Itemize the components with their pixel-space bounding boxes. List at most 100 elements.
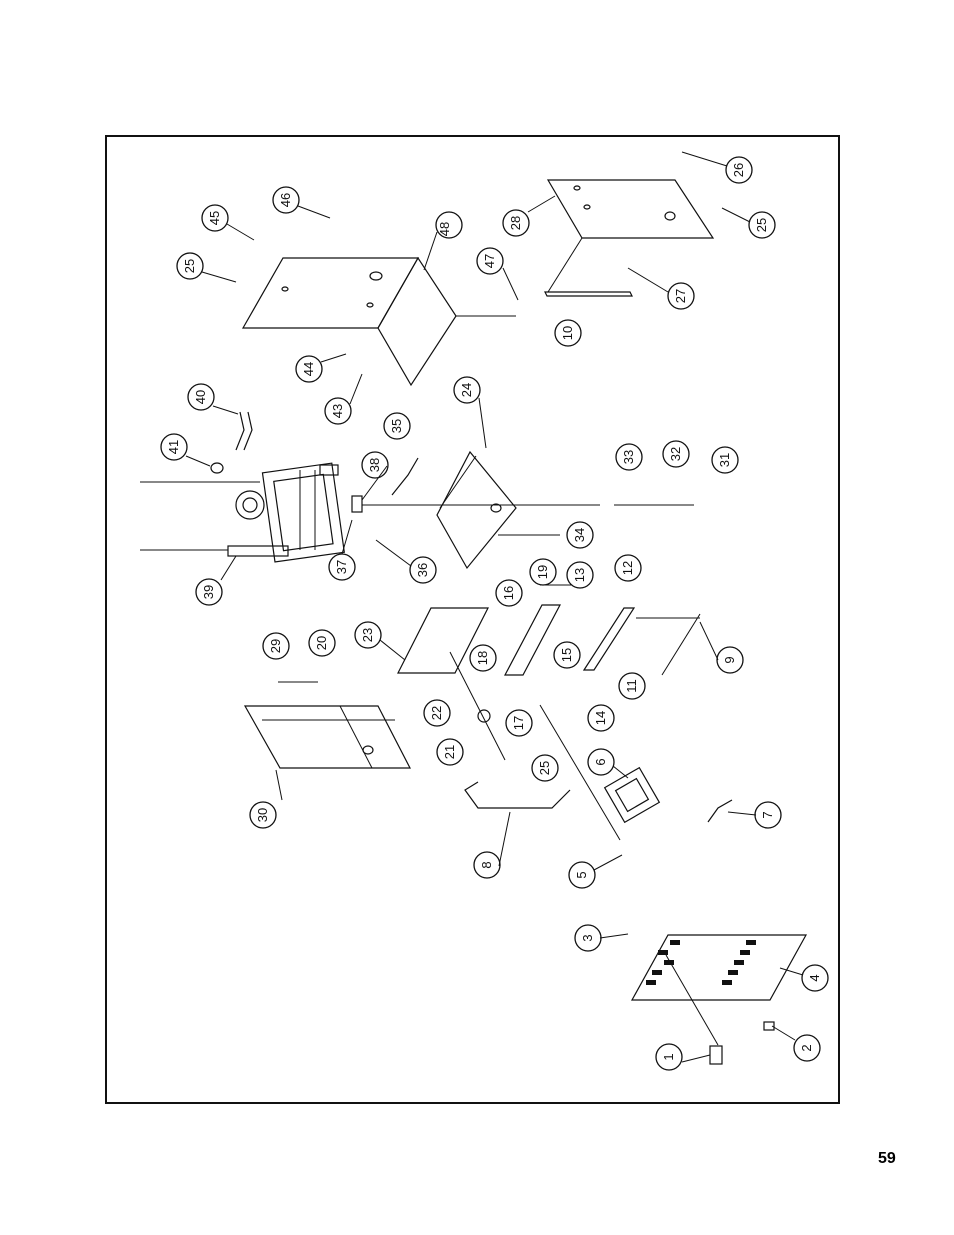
callout-4: 4 bbox=[801, 964, 829, 992]
callout-45: 45 bbox=[201, 204, 229, 232]
callout-9: 9 bbox=[716, 646, 744, 674]
callout-37: 37 bbox=[328, 553, 356, 581]
svg-text:12: 12 bbox=[620, 561, 635, 575]
svg-text:8: 8 bbox=[479, 861, 494, 868]
callout-1: 1 bbox=[655, 1043, 683, 1071]
callout-16: 16 bbox=[495, 579, 523, 607]
svg-text:46: 46 bbox=[278, 193, 293, 207]
part-bracket-19 bbox=[504, 604, 561, 676]
callout-43: 43 bbox=[324, 397, 352, 425]
callout-47: 47 bbox=[476, 247, 504, 275]
callout-26: 26 bbox=[725, 156, 753, 184]
callout-7: 7 bbox=[754, 801, 782, 829]
callout-8: 8 bbox=[473, 851, 501, 879]
part-rail-10 bbox=[544, 291, 633, 297]
callout-19: 19 bbox=[529, 558, 557, 586]
callout-44: 44 bbox=[295, 355, 323, 383]
part-washer-41 bbox=[210, 462, 224, 474]
svg-text:24: 24 bbox=[459, 383, 474, 397]
callout-2: 2 bbox=[793, 1034, 821, 1062]
callout-13: 13 bbox=[566, 561, 594, 589]
svg-text:21: 21 bbox=[442, 745, 457, 759]
callout-20: 20 bbox=[308, 629, 336, 657]
callout-3: 3 bbox=[574, 924, 602, 952]
callout-18: 18 bbox=[469, 644, 497, 672]
part-panel-23 bbox=[397, 607, 489, 674]
svg-text:4: 4 bbox=[807, 974, 822, 981]
callout-35: 35 bbox=[383, 412, 411, 440]
svg-text:9: 9 bbox=[722, 656, 737, 663]
svg-text:2: 2 bbox=[799, 1044, 814, 1051]
svg-text:5: 5 bbox=[574, 871, 589, 878]
svg-text:15: 15 bbox=[559, 648, 574, 662]
callout-38: 38 bbox=[361, 451, 389, 479]
svg-text:44: 44 bbox=[301, 362, 316, 376]
callout-39: 39 bbox=[195, 578, 223, 606]
part-pipe-40 bbox=[235, 411, 253, 451]
callout-34: 34 bbox=[566, 521, 594, 549]
callout-11: 11 bbox=[618, 672, 646, 700]
callout-29: 29 bbox=[262, 632, 290, 660]
svg-text:34: 34 bbox=[572, 528, 587, 542]
svg-text:30: 30 bbox=[255, 808, 270, 822]
callout-17: 17 bbox=[505, 709, 533, 737]
svg-text:11: 11 bbox=[624, 679, 639, 693]
svg-text:48: 48 bbox=[437, 222, 452, 236]
callout-12: 12 bbox=[614, 554, 642, 582]
part-heat-exchanger-assembly bbox=[235, 462, 345, 563]
callout-33: 33 bbox=[615, 443, 643, 471]
svg-text:37: 37 bbox=[334, 560, 349, 574]
svg-text:39: 39 bbox=[201, 585, 216, 599]
svg-text:10: 10 bbox=[560, 326, 575, 340]
svg-text:33: 33 bbox=[621, 450, 636, 464]
part-channel-12 bbox=[582, 607, 636, 671]
svg-text:31: 31 bbox=[717, 453, 732, 467]
svg-text:45: 45 bbox=[207, 211, 222, 225]
svg-text:47: 47 bbox=[482, 254, 497, 268]
callout-5: 5 bbox=[568, 861, 596, 889]
svg-text:28: 28 bbox=[508, 216, 523, 230]
part-cap-22 bbox=[477, 709, 491, 723]
callout-15: 15 bbox=[553, 641, 581, 669]
part-fitting-38 bbox=[351, 495, 363, 513]
svg-text:41: 41 bbox=[166, 440, 181, 454]
callout-30: 30 bbox=[249, 801, 277, 829]
svg-text:38: 38 bbox=[367, 458, 382, 472]
part-burner-tray bbox=[630, 934, 808, 1001]
part-front-panel bbox=[243, 705, 411, 769]
part-tube-39 bbox=[227, 545, 289, 557]
svg-text:18: 18 bbox=[475, 651, 490, 665]
svg-text:6: 6 bbox=[593, 758, 608, 765]
svg-text:32: 32 bbox=[668, 447, 683, 461]
svg-text:7: 7 bbox=[760, 811, 775, 818]
svg-text:19: 19 bbox=[535, 565, 550, 579]
callout-6: 6 bbox=[587, 748, 615, 776]
callout-21: 21 bbox=[436, 738, 464, 766]
callout-25-lower: 25 bbox=[531, 754, 559, 782]
svg-text:16: 16 bbox=[501, 586, 516, 600]
svg-text:22: 22 bbox=[429, 706, 444, 720]
svg-text:17: 17 bbox=[511, 716, 526, 730]
part-base-plate bbox=[436, 450, 517, 570]
part-tab-1 bbox=[709, 1045, 723, 1065]
callout-25-top-right: 25 bbox=[748, 211, 776, 239]
svg-text:1: 1 bbox=[661, 1053, 676, 1060]
part-rod-9 bbox=[661, 613, 701, 676]
callout-22: 22 bbox=[423, 699, 451, 727]
part-back-panel bbox=[546, 179, 715, 239]
part-wire-8 bbox=[464, 781, 571, 809]
svg-text:36: 36 bbox=[415, 563, 430, 577]
callout-31: 31 bbox=[711, 446, 739, 474]
callout-40: 40 bbox=[187, 383, 215, 411]
part-cabinet-top bbox=[241, 256, 457, 387]
svg-text:23: 23 bbox=[360, 628, 375, 642]
svg-text:35: 35 bbox=[389, 419, 404, 433]
part-hook-7 bbox=[707, 799, 733, 823]
page-number: 59 bbox=[878, 1150, 896, 1167]
svg-text:26: 26 bbox=[731, 163, 746, 177]
svg-text:13: 13 bbox=[572, 568, 587, 582]
svg-text:43: 43 bbox=[330, 404, 345, 418]
leader-lines bbox=[140, 237, 719, 1046]
callout-36: 36 bbox=[409, 556, 437, 584]
